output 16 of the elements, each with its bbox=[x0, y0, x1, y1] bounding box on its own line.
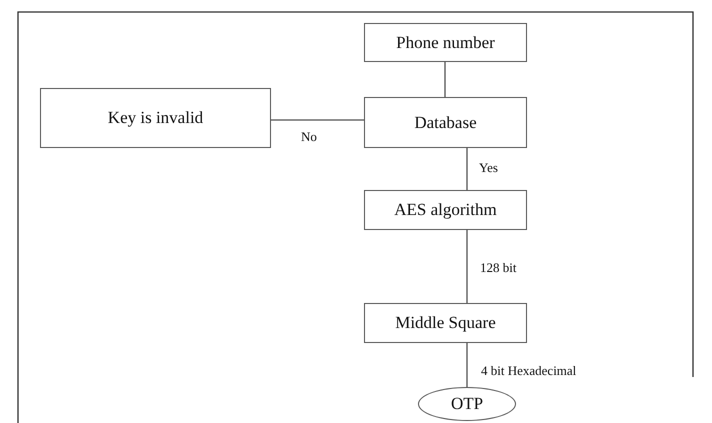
connector-line bbox=[444, 62, 446, 97]
process-box bbox=[364, 97, 527, 148]
process-box bbox=[364, 190, 527, 230]
node-label: Database bbox=[414, 112, 477, 132]
node-label: AES algorithm bbox=[394, 200, 497, 220]
process-box bbox=[40, 88, 271, 148]
connector-line bbox=[466, 230, 468, 303]
node-label: Phone number bbox=[396, 32, 495, 52]
connector-line bbox=[466, 343, 468, 387]
connector-line bbox=[271, 119, 364, 121]
connector-line bbox=[466, 148, 468, 190]
node-label: Key is invalid bbox=[108, 108, 204, 128]
node-label: OTP bbox=[450, 394, 484, 414]
process-box bbox=[364, 23, 527, 62]
process-box bbox=[364, 303, 527, 343]
node-label: Middle Square bbox=[395, 313, 496, 333]
